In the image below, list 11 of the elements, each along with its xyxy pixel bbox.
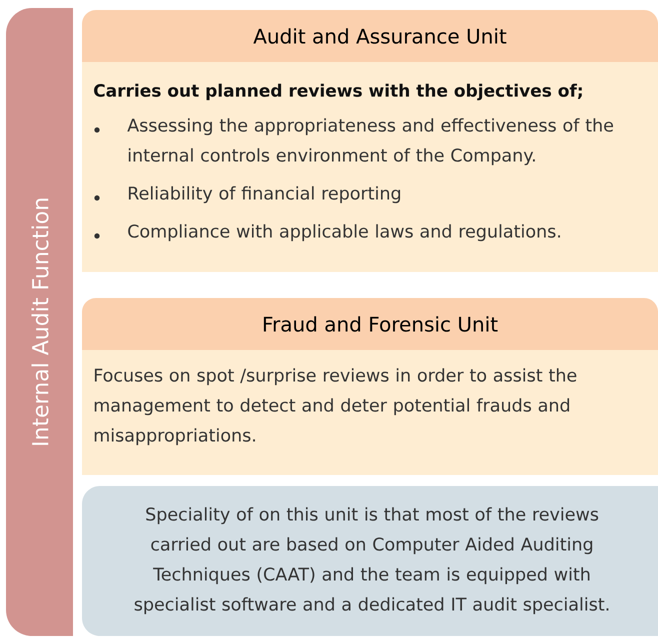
body-text: Focuses on spot /surprise reviews in order to assist the management to detect and deter potential frauds and misappropriations.	[94, 368, 576, 446]
bullet-item: Assessing the appropriateness and effectiveness of the internal controls environment of the Company.	[94, 118, 613, 166]
bullet-item: Reliability of financial reporting	[94, 186, 400, 204]
panel-header: Audit and Assurance Unit	[82, 10, 658, 62]
panel-header: Fraud and Forensic Unit	[82, 298, 658, 350]
unit-panel	[82, 10, 658, 272]
bullet-item: Compliance with applicable laws and regulations.	[94, 224, 560, 242]
side-band: Internal Audit Function	[6, 8, 73, 636]
intro-text: Carries out planned reviews with the objectives of;	[94, 84, 582, 100]
unit-panel	[82, 298, 658, 475]
note-box: Speciality of on this unit is that most of the reviews carried out are based on Computer Aided Auditing Techniques (CAAT) and the team is equipped with specialist software and a dedicated IT audit specialist.	[82, 486, 658, 636]
